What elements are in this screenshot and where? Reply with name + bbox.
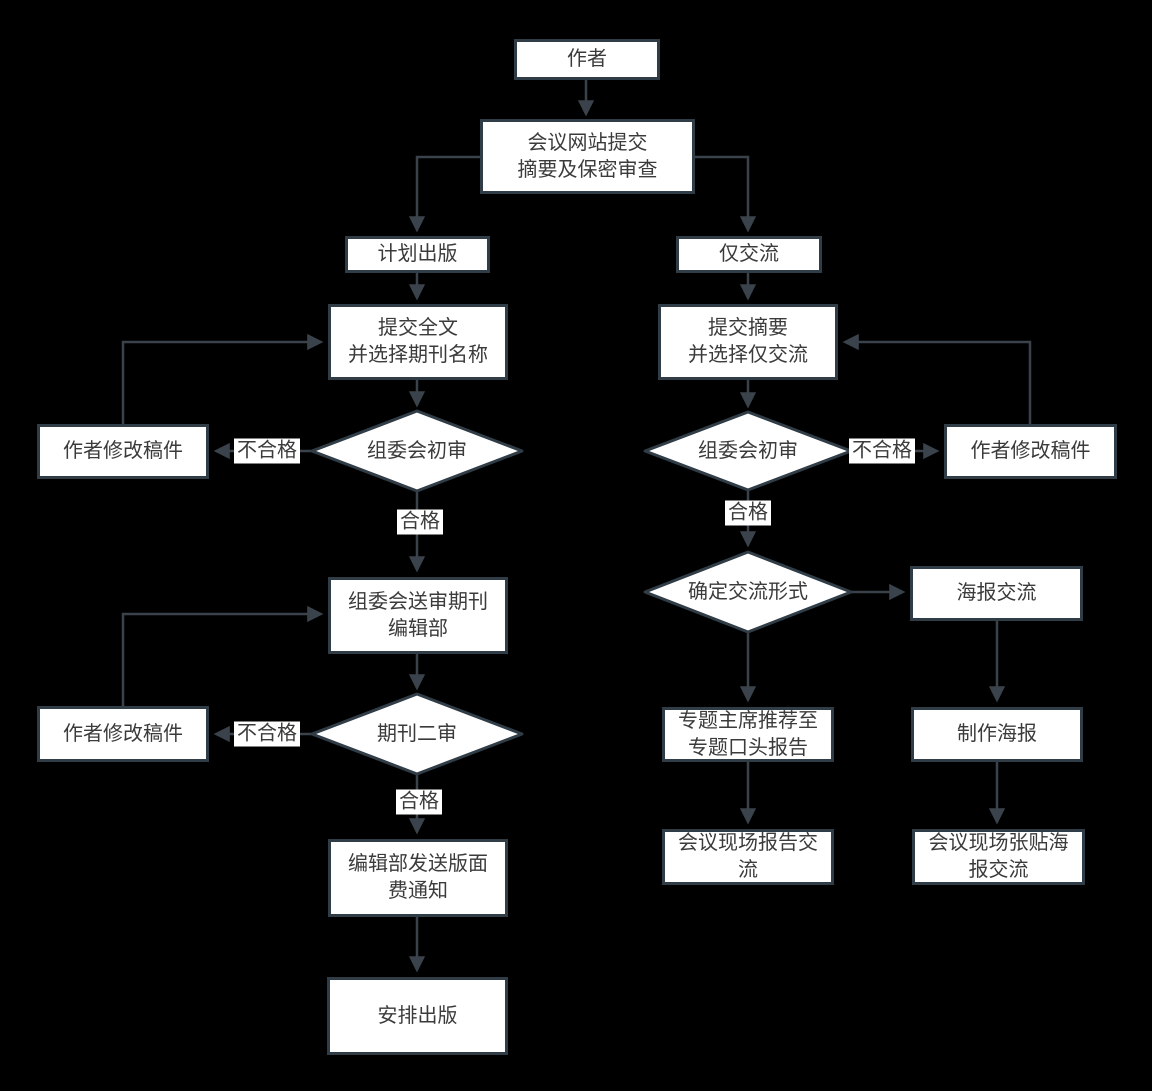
node-revise-manuscript-left-2: 作者修改稿件 xyxy=(37,706,209,762)
edge-label-fail-left-2: 不合格 xyxy=(234,721,300,747)
edge-revise-left-1-loop xyxy=(121,333,324,424)
edge-website-to-plan-publish xyxy=(408,155,480,233)
node-website-submit: 会议网站提交 摘要及保密审查 xyxy=(480,119,695,194)
node-author: 作者 xyxy=(514,39,660,80)
node-page-fee-notice: 编辑部发送版面 费通知 xyxy=(328,839,508,917)
edge-revise-left-2-loop xyxy=(121,605,324,706)
edge-label-pass-left-1: 合格 xyxy=(397,509,443,535)
edge-label-pass-right-1: 合格 xyxy=(725,500,771,526)
edge-label-pass-left-2: 合格 xyxy=(396,789,442,815)
node-send-to-editorial: 组委会送审期刊 编辑部 xyxy=(328,577,508,654)
node-revise-manuscript-left-1: 作者修改稿件 xyxy=(37,424,209,479)
node-submit-abstract: 提交摘要 并选择仅交流 xyxy=(658,304,838,380)
edge-revise-right-1-loop xyxy=(842,333,1032,424)
decision-exchange-format-shape xyxy=(643,550,853,634)
node-onsite-poster-exchange: 会议现场张贴海 报交流 xyxy=(912,829,1085,885)
node-exchange-only: 仅交流 xyxy=(676,236,822,273)
node-make-poster: 制作海报 xyxy=(911,707,1083,762)
node-revise-manuscript-right-1: 作者修改稿件 xyxy=(944,424,1117,479)
decision-committee-review-left-shape xyxy=(310,409,524,493)
decision-committee-review-right-shape xyxy=(643,410,853,492)
node-poster-exchange: 海报交流 xyxy=(910,566,1083,621)
node-plan-publish: 计划出版 xyxy=(345,236,490,273)
edge-website-to-exchange-only xyxy=(695,155,757,233)
node-arrange-publish: 安排出版 xyxy=(327,977,508,1055)
decision-journal-second-review-shape xyxy=(310,692,524,776)
node-chair-recommend: 专题主席推荐至 专题口头报告 xyxy=(662,707,834,762)
node-submit-fulltext: 提交全文 并选择期刊名称 xyxy=(328,304,508,380)
edge-label-fail-right-1: 不合格 xyxy=(849,438,915,464)
node-onsite-report-exchange: 会议现场报告交 流 xyxy=(662,829,834,885)
edge-label-fail-left-1: 不合格 xyxy=(234,438,300,464)
